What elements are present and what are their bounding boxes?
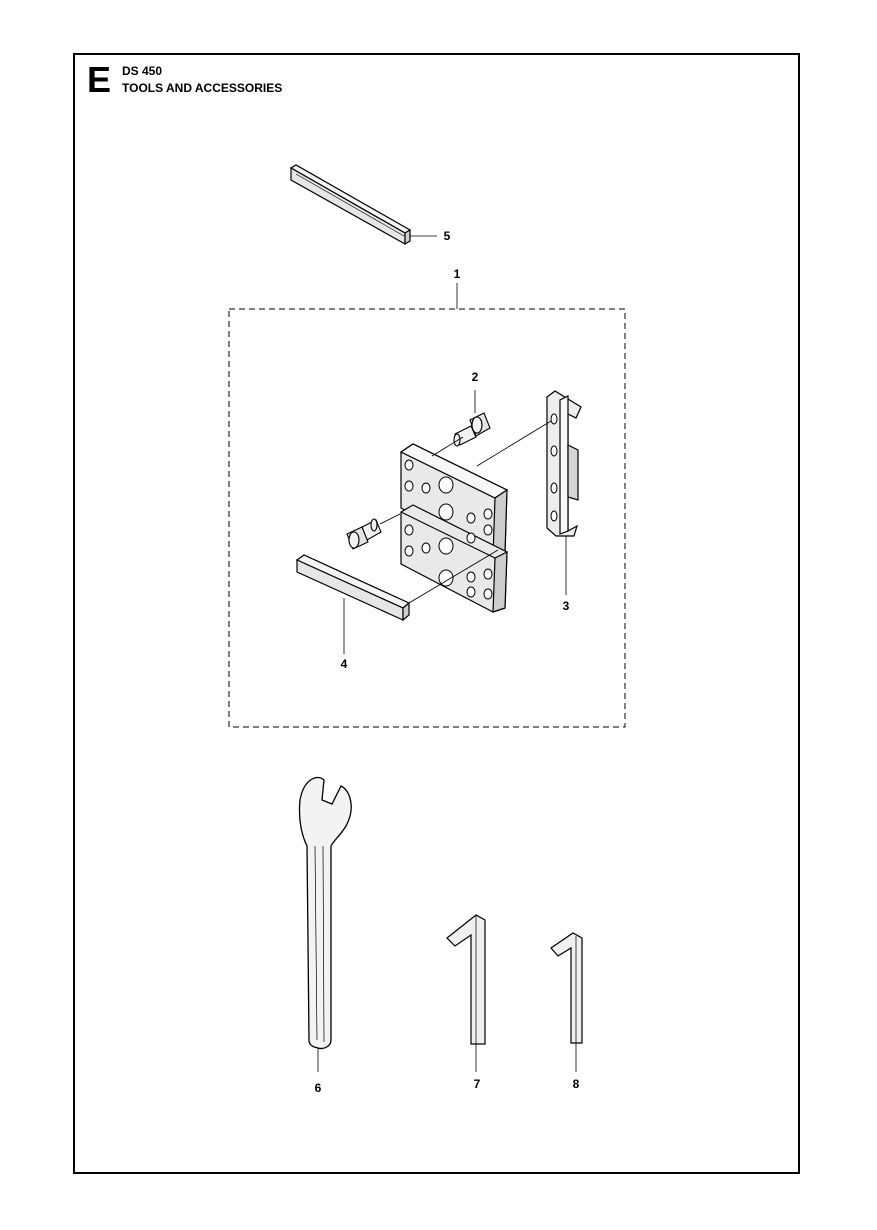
callout-2: 2 <box>472 370 479 384</box>
hex-key-part-7 <box>446 914 486 1072</box>
sharpening-plate <box>399 443 509 613</box>
section-title: TOOLS AND ACCESSORIES <box>122 81 283 95</box>
page-frame <box>73 53 800 1174</box>
clamp-bar-part-3 <box>476 390 582 595</box>
callout-3: 3 <box>563 599 570 613</box>
screw-part-2 <box>431 390 491 457</box>
callout-1: 1 <box>454 267 461 281</box>
callout-4: 4 <box>341 657 348 671</box>
key-bar-part-5 <box>289 164 437 246</box>
wrench-part-6 <box>298 776 352 1072</box>
model-name: DS 450 <box>122 64 163 78</box>
callout-5: 5 <box>444 229 451 243</box>
section-letter: E <box>87 59 112 100</box>
callout-7: 7 <box>474 1077 481 1091</box>
key-bar-part-4 <box>295 549 499 654</box>
callout-6: 6 <box>315 1081 322 1095</box>
kit-boundary-part-1 <box>228 283 626 728</box>
screw-lower <box>346 513 401 550</box>
hex-key-part-8 <box>550 932 583 1072</box>
callout-8: 8 <box>573 1077 580 1091</box>
